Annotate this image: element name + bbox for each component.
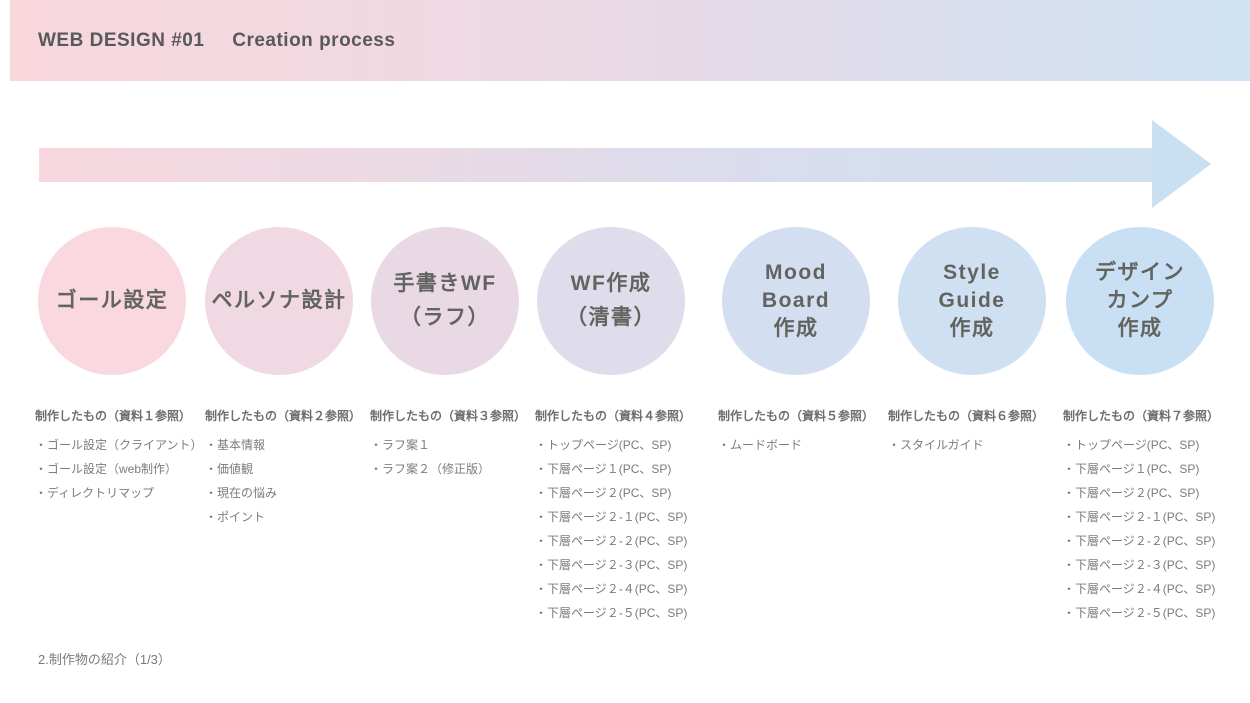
deliverables-heading: 制作したもの（資料３参照）	[370, 409, 527, 423]
deliverables-column-goal-setting: 制作したもの（資料１参照） ・ゴール設定（クライアント） ・ゴール設定（web制…	[35, 406, 203, 505]
stage-label-line: 作成	[949, 317, 995, 340]
deliverable-item: ・下層ページ２(PC、SP)	[535, 486, 672, 500]
deliverables-column-wf-creation: 制作したもの（資料４参照） ・トップページ(PC、SP) ・下層ページ１(PC、…	[535, 406, 691, 625]
deliverable-item: ・下層ページ２-５(PC、SP)	[1063, 606, 1216, 620]
deliverable-item: ・下層ページ２(PC、SP)	[1063, 486, 1200, 500]
deliverable-item: ・基本情報	[205, 438, 266, 452]
deliverables-heading: 制作したもの（資料４参照）	[535, 409, 692, 423]
stage-label-line: カンプ	[1106, 289, 1174, 312]
stage-circle-mood-board: Mood Board 作成	[722, 227, 870, 375]
process-arrow-shaft	[39, 148, 1152, 182]
deliverable-item: ・トップページ(PC、SP)	[535, 438, 672, 452]
stage-circle-persona-design: ペルソナ設計	[205, 227, 353, 375]
stage-label-line: ゴール設定	[55, 289, 169, 312]
deliverable-item: ・ラフ案１	[370, 438, 431, 452]
stage-label-line: WF作成	[570, 272, 652, 295]
deliverable-item: ・ムードボード	[718, 438, 803, 452]
stage-label-line: 作成	[1117, 317, 1163, 340]
stage-label-line: Mood	[765, 261, 827, 284]
header-bar: WEB DESIGN #01 Creation process	[10, 0, 1250, 81]
deliverable-item: ・下層ページ２-２(PC、SP)	[535, 534, 688, 548]
deliverable-item: ・ゴール設定（クライアント）	[35, 438, 203, 452]
stage-label-line: ペルソナ設計	[211, 289, 347, 312]
deliverable-item: ・下層ページ２-１(PC、SP)	[535, 510, 688, 524]
deliverable-item: ・下層ページ２-２(PC、SP)	[1063, 534, 1216, 548]
deliverable-item: ・下層ページ２-３(PC、SP)	[1063, 558, 1216, 572]
stage-circle-handwritten-wf: 手書きWF （ラフ）	[371, 227, 519, 375]
deliverable-item: ・ゴール設定（web制作）	[35, 462, 178, 476]
stage-label-line: 作成	[773, 317, 819, 340]
stage-circle-style-guide: Style Guide 作成	[898, 227, 1046, 375]
deliverable-item: ・下層ページ２-５(PC、SP)	[535, 606, 688, 620]
page-title-text: Creation process	[232, 29, 396, 51]
stage-circle-design-comp: デザイン カンプ 作成	[1066, 227, 1214, 375]
deliverable-item: ・下層ページ１(PC、SP)	[1063, 462, 1200, 476]
deliverable-item: ・スタイルガイド	[888, 438, 984, 452]
deliverable-item: ・トップページ(PC、SP)	[1063, 438, 1200, 452]
deliverable-item: ・下層ページ２-３(PC、SP)	[535, 558, 688, 572]
deliverables-column-style-guide: 制作したもの（資料６参照） ・スタイルガイド	[888, 406, 1044, 457]
deliverable-item: ・ディレクトリマップ	[35, 486, 155, 500]
deliverable-item: ・価値観	[205, 462, 254, 476]
page-title-number: WEB DESIGN #01	[38, 29, 205, 51]
stage-label-line: （ラフ）	[400, 306, 490, 329]
deliverables-column-persona-design: 制作したもの（資料２参照） ・基本情報 ・価値観 ・現在の悩み ・ポイント	[205, 406, 361, 529]
deliverable-item: ・下層ページ１(PC、SP)	[535, 462, 672, 476]
deliverables-heading: 制作したもの（資料５参照）	[718, 409, 875, 423]
deliverable-item: ・下層ページ２-１(PC、SP)	[1063, 510, 1216, 524]
deliverables-column-mood-board: 制作したもの（資料５参照） ・ムードボード	[718, 406, 874, 457]
deliverables-heading: 制作したもの（資料２参照）	[205, 409, 362, 423]
stage-label-line: デザイン	[1095, 261, 1185, 284]
deliverables-heading: 制作したもの（資料７参照）	[1063, 409, 1220, 423]
deliverable-item: ・ラフ案２（修正版）	[370, 462, 491, 476]
stage-label-line: 手書きWF	[393, 272, 497, 295]
stage-circle-goal-setting: ゴール設定	[38, 227, 186, 375]
process-arrow-head-icon	[1152, 120, 1211, 208]
slide-page-label: 2.制作物の紹介（1/3）	[38, 652, 171, 667]
deliverables-column-handwritten-wf: 制作したもの（資料３参照） ・ラフ案１ ・ラフ案２（修正版）	[370, 406, 526, 481]
deliverable-item: ・下層ページ２-４(PC、SP)	[1063, 582, 1216, 596]
stage-label-line: Guide	[938, 289, 1006, 312]
deliverable-item: ・下層ページ２-４(PC、SP)	[535, 582, 688, 596]
page-title: WEB DESIGN #01 Creation process	[38, 30, 395, 52]
deliverables-column-design-comp: 制作したもの（資料７参照） ・トップページ(PC、SP) ・下層ページ１(PC、…	[1063, 406, 1219, 625]
deliverables-heading: 制作したもの（資料１参照）	[35, 409, 192, 423]
stage-label-line: Style	[943, 261, 1001, 284]
stage-circle-wf-creation: WF作成 （清書）	[537, 227, 685, 375]
stage-label-line: Board	[761, 289, 831, 312]
deliverables-heading: 制作したもの（資料６参照）	[888, 409, 1045, 423]
stage-label-line: （清書）	[566, 306, 656, 329]
deliverable-item: ・現在の悩み	[205, 486, 278, 500]
deliverable-item: ・ポイント	[205, 510, 266, 524]
